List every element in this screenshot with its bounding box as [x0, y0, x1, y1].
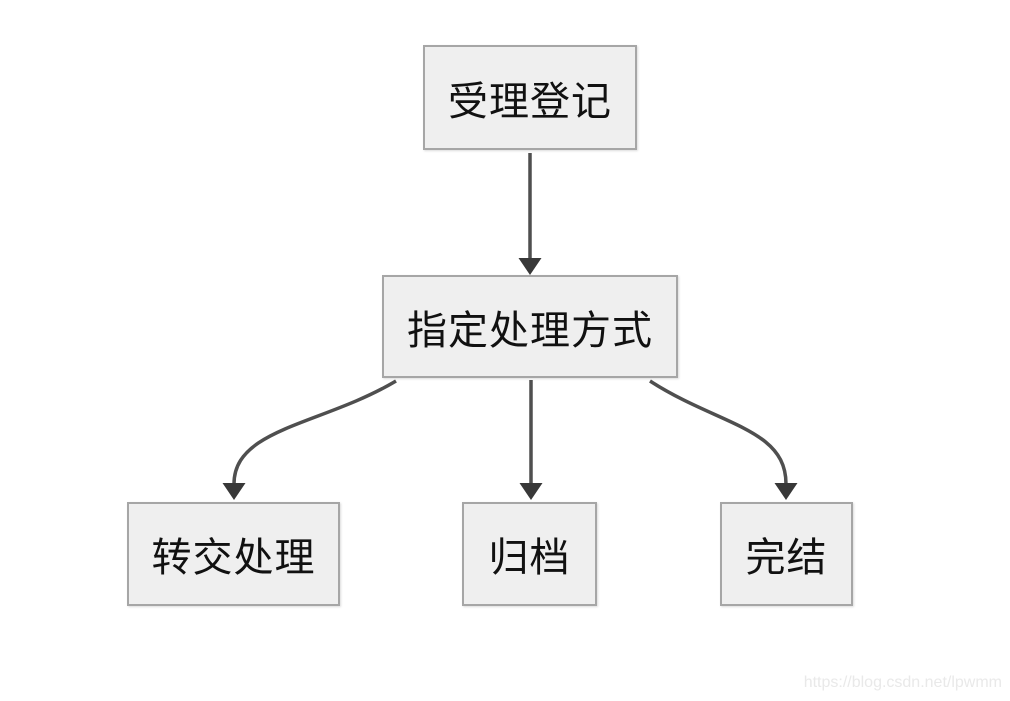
arrow-down-icon: [519, 483, 543, 500]
arrow-down-icon: [222, 483, 246, 500]
node-accept-registration: 受理登记: [423, 45, 637, 150]
edge-middle-to-bottom-right: [649, 379, 798, 500]
arrow-down-icon: [774, 483, 798, 500]
node-complete: 完结: [720, 502, 853, 606]
node-label: 受理登记: [448, 79, 612, 124]
node-archive: 归档: [462, 502, 597, 606]
node-transfer-processing: 转交处理: [127, 502, 340, 606]
watermark: https://blog.csdn.net/lpwmm: [803, 674, 1002, 691]
node-label: 归档: [488, 536, 571, 580]
edge-middle-to-bottom-left-line: [232, 379, 397, 485]
edge-middle-to-bottom-left: [222, 379, 397, 500]
arrow-down-icon: [518, 258, 542, 275]
node-label: 转交处理: [151, 536, 316, 580]
edge-middle-to-bottom-right-line: [649, 379, 788, 485]
node-label: 完结: [745, 536, 828, 580]
edge-middle-to-bottom-center: [519, 380, 543, 500]
edge-top-to-middle: [518, 153, 542, 275]
node-label: 指定处理方式: [407, 308, 653, 353]
node-assign-processing-method: 指定处理方式: [382, 275, 678, 378]
